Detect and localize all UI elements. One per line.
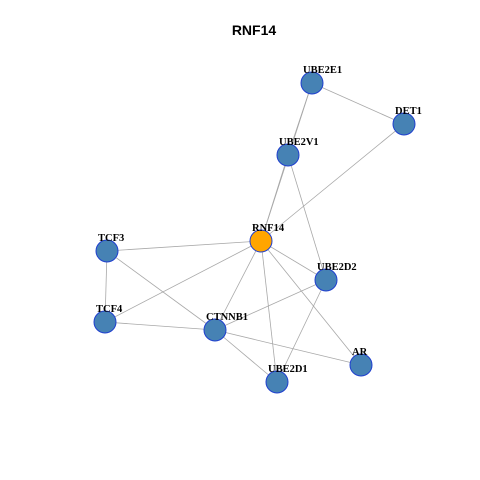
node-tcf3: TCF3 bbox=[95, 233, 124, 263]
edge-rnf14-ube2d1 bbox=[260, 240, 278, 383]
edge-rnf14-ctnnb1 bbox=[214, 240, 262, 331]
edge-tcf3-ctnnb1 bbox=[106, 250, 216, 331]
node-label-tcf3: TCF3 bbox=[98, 233, 124, 244]
node-label-det1: DET1 bbox=[395, 106, 422, 117]
edges-layer bbox=[104, 82, 405, 383]
nodes-layer: RNF14 UBE2E1DET1UBE2V1TCF3UBE2D2TCF4CTNNB… bbox=[93, 65, 422, 394]
edge-ube2v1-ube2d2 bbox=[287, 154, 327, 281]
edge-rnf14-tcf4 bbox=[104, 240, 262, 323]
node-circle-tcf4 bbox=[93, 310, 117, 334]
node-ube2v1: UBE2V1 bbox=[276, 137, 319, 167]
node-circle-det1 bbox=[392, 112, 416, 136]
node-circle-ctnnb1 bbox=[203, 318, 227, 342]
node-circle-ar bbox=[349, 353, 373, 377]
node-ar: AR bbox=[349, 347, 373, 377]
edge-ube2e1-det1 bbox=[311, 82, 405, 125]
edge-ctnnb1-ube2d1 bbox=[214, 329, 278, 383]
node-tcf4: TCF4 bbox=[93, 304, 123, 334]
node-circle-tcf3 bbox=[95, 239, 119, 263]
node-label-ctnnb1: CTNNB1 bbox=[206, 312, 248, 323]
node-ube2e1: UBE2E1 bbox=[300, 65, 342, 95]
node-circle-ube2d2 bbox=[314, 268, 338, 292]
edge-tcf3-tcf4 bbox=[104, 250, 108, 323]
node-label-ube2e1: UBE2E1 bbox=[303, 65, 342, 76]
node-ube2d2: UBE2D2 bbox=[314, 262, 357, 292]
node-label-rnf14: RNF14 bbox=[252, 223, 285, 234]
node-label-ube2v1: UBE2V1 bbox=[279, 137, 319, 148]
node-label-ube2d1: UBE2D1 bbox=[268, 364, 308, 375]
edge-rnf14-ube2d2 bbox=[260, 240, 327, 281]
edge-ube2d2-ube2d1 bbox=[276, 279, 327, 383]
node-det1: DET1 bbox=[392, 106, 422, 136]
node-circle-ube2v1 bbox=[276, 143, 300, 167]
edge-ube2v1-rnf14 bbox=[260, 154, 289, 242]
edge-tcf4-ctnnb1 bbox=[104, 321, 216, 331]
node-circle-ube2d1 bbox=[265, 370, 289, 394]
edge-det1-rnf14 bbox=[260, 123, 405, 242]
edge-ctnnb1-ube2d2 bbox=[214, 279, 327, 331]
node-label-ube2d2: UBE2D2 bbox=[317, 262, 357, 273]
node-circle-rnf14 bbox=[249, 229, 273, 253]
edge-rnf14-tcf3 bbox=[106, 240, 262, 252]
edge-rnf14-ar bbox=[260, 240, 362, 366]
diagram-title: RNF14 bbox=[232, 22, 277, 38]
node-ctnnb1: CTNNB1 bbox=[203, 312, 248, 342]
node-label-ar: AR bbox=[352, 347, 368, 358]
node-circle-ube2e1 bbox=[300, 71, 324, 95]
node-rnf14: RNF14 bbox=[249, 223, 285, 253]
node-ube2d1: UBE2D1 bbox=[265, 364, 308, 394]
node-label-tcf4: TCF4 bbox=[96, 304, 123, 315]
edge-ctnnb1-ar bbox=[214, 329, 362, 366]
